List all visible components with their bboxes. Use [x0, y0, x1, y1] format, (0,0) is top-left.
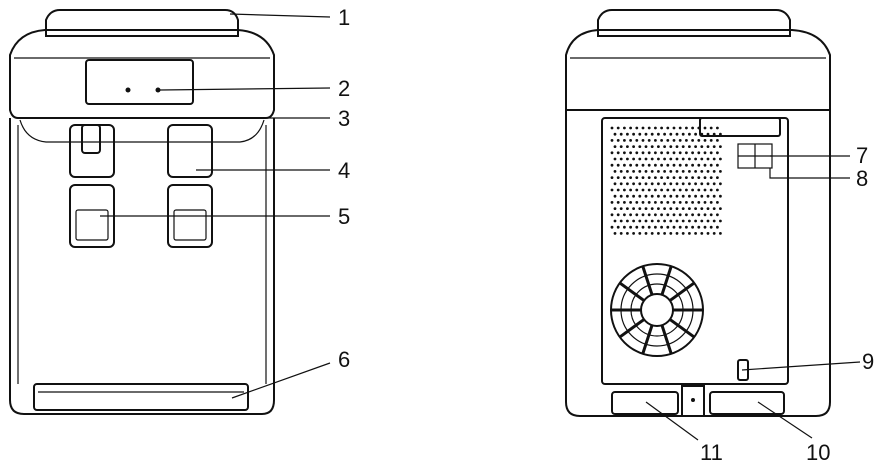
front-lower-housing — [9, 118, 275, 415]
leader-lines — [100, 13, 861, 441]
front-drip-tray — [33, 383, 249, 411]
back-vent-grid — [610, 126, 722, 235]
back-upper-housing — [565, 29, 831, 111]
callout-9: 9 — [862, 349, 874, 374]
front-indicator-light-left — [125, 87, 131, 93]
back-right-foot — [709, 391, 785, 415]
front-recess-arch — [19, 119, 265, 143]
callout-10: 10 — [806, 440, 830, 465]
callout-7: 7 — [856, 143, 868, 168]
front-display-panel — [85, 59, 194, 105]
back-left-foot — [611, 391, 679, 415]
front-top-cap — [45, 9, 239, 37]
callout-8: 8 — [856, 166, 868, 191]
callout-2: 2 — [338, 76, 350, 101]
back-view — [565, 9, 831, 417]
back-center-screw — [691, 398, 695, 402]
back-panel — [601, 117, 789, 385]
front-right-faucet — [167, 124, 213, 248]
front-view — [9, 9, 275, 415]
callout-3: 3 — [338, 106, 350, 131]
back-top-cap — [597, 9, 791, 37]
callout-5: 5 — [338, 204, 350, 229]
back-power-connector — [699, 117, 781, 169]
callout-1: 1 — [338, 5, 350, 30]
back-cooling-fan — [610, 263, 704, 357]
callout-6: 6 — [338, 347, 350, 372]
front-left-faucet — [69, 124, 115, 248]
front-indicator-light-right — [155, 87, 161, 93]
callout-11: 11 — [700, 440, 723, 465]
back-center-bracket — [681, 385, 705, 417]
callout-4: 4 — [338, 158, 350, 183]
